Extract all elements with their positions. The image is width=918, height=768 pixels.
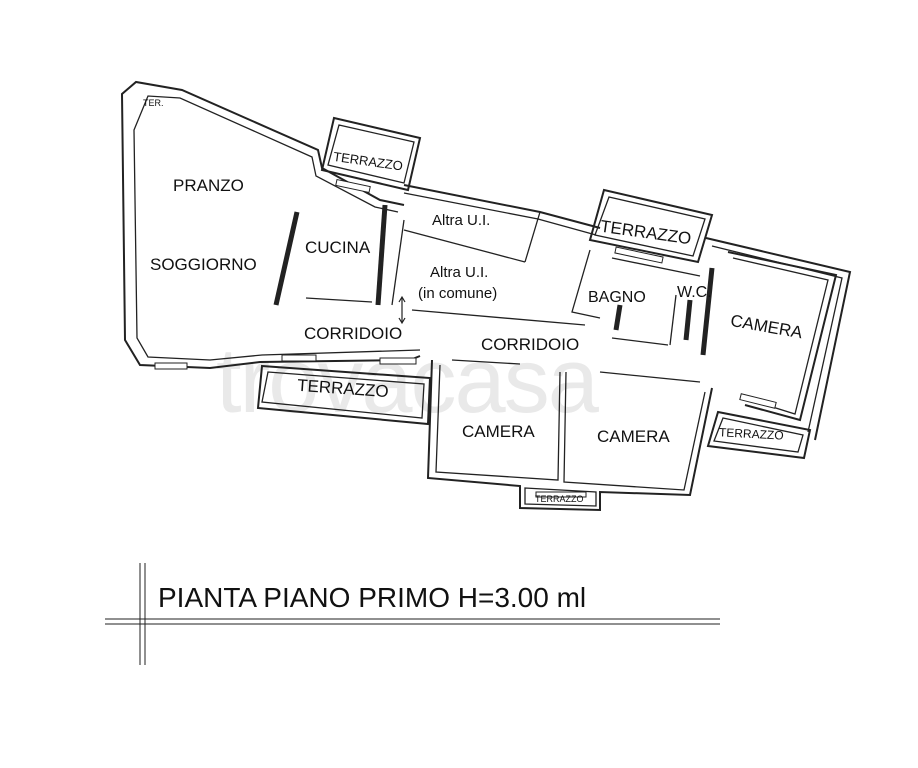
exterior-walls: [120, 80, 852, 512]
door-arrow-icon: [398, 295, 406, 325]
room-label-corridoio-right: CORRIDOIO: [481, 335, 579, 354]
room-label-cucina: CUCINA: [305, 238, 371, 257]
room-label-camera-center-right: CAMERA: [597, 427, 670, 446]
watermark: trovacasa: [216, 330, 600, 432]
room-label-altra-ui: Altra U.I.: [432, 212, 490, 229]
windows: [154, 178, 777, 498]
room-label-terrazzo-top-left: TERRAZZO: [332, 149, 403, 174]
room-label-altra-ui-comune-1: Altra U.I.: [430, 264, 488, 281]
room-label-terrazzo-top-right: TERRAZZO: [599, 217, 692, 249]
room-label-altra-ui-comune-2: (in comune): [418, 285, 497, 302]
partitions: [273, 204, 715, 356]
room-label-camera-center-left: CAMERA: [462, 422, 535, 441]
room-label-bagno: BAGNO: [588, 289, 646, 306]
room-label-terrazzo-bottom-right: TERRAZZO: [719, 425, 784, 442]
room-label-soggiorno: SOGGIORNO: [150, 255, 257, 274]
room-label-terrazzo-bottom-small: TERRAZZO: [535, 494, 584, 504]
room-label-pranzo: PRANZO: [173, 176, 244, 195]
room-label-corridoio-left: CORRIDOIO: [304, 324, 402, 343]
caption-frame: [105, 563, 720, 665]
plan-caption: PIANTA PIANO PRIMO H=3.00 ml: [158, 582, 586, 613]
room-label-ter: TER.: [143, 98, 164, 108]
room-label-wc: W.C.: [677, 284, 712, 301]
room-label-camera-right: CAMERA: [729, 311, 805, 342]
